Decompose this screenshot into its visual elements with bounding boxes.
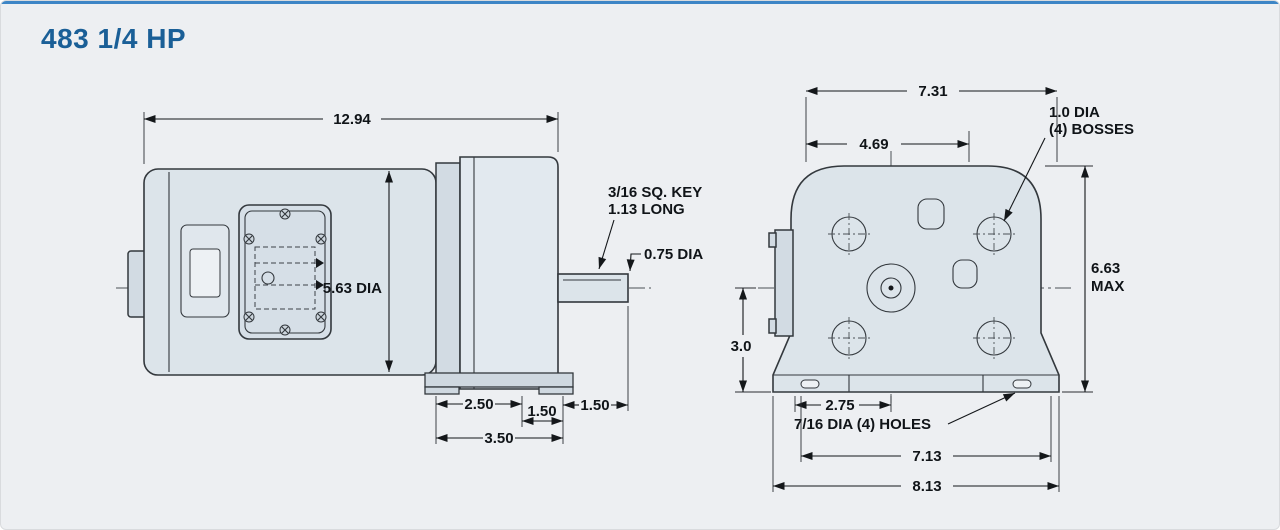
note-shaft-key-line2: 1.13 LONG [608,201,685,218]
dim-8-13-label: 8.13 [912,478,941,495]
dim-7-13-label: 7.13 [912,448,941,465]
bosses [828,213,1015,359]
foot-slot-left [800,379,820,389]
dim-4-69-label: 4.69 [859,136,888,153]
foot-slots [800,379,1032,389]
mounting-base [424,372,574,395]
gearbox-flange [435,162,461,378]
terminal-box-knockout [261,271,275,285]
flow-arrow-upper [316,258,324,268]
dim-base-1-50-label: 1.50 [527,403,556,420]
nameplate [180,224,230,318]
dim-6-63-label: 6.63 [1091,260,1120,277]
dim-4-69: 4.69 [806,131,970,162]
shaft-hub [866,263,916,313]
dim-body-diameter: 5.63 DIA [323,171,393,372]
pad-top [917,198,945,230]
dim-7-31: 7.31 [805,83,1058,162]
output-shaft [557,273,629,303]
dim-base-2-50: 2.50 [436,396,522,413]
dim-overall-length-label: 12.94 [333,111,371,128]
dim-shaft-diameter: 0.75 DIA [626,246,703,272]
dim-base-3-50-label: 3.50 [484,430,513,447]
dim-3-0: 3.0 [731,287,771,393]
foot-pad-lines [848,375,984,392]
end-body [772,165,1060,393]
terminal-box-hidden-outline [254,246,316,310]
flow-arrow-lower [316,280,324,290]
gearbox-housing [459,156,559,390]
note-bosses-line1: 1.0 DIA [1049,104,1100,121]
dim-base-3-50: 3.50 [436,430,563,447]
dim-overall-length: 12.94 [143,111,559,164]
terminal-box-screws [243,208,327,336]
page-title: 483 1/4 HP [41,23,187,54]
dim-8-13: 8.13 [772,396,1060,495]
note-holes-label: 7/16 DIA (4) HOLES [794,416,931,433]
note-bosses: 1.0 DIA (4) BOSSES [1003,104,1134,222]
dim-6-63-max: 6.63 MAX [1045,165,1124,393]
dim-shaft-1-50-label: 1.50 [580,397,609,414]
conduit-box-edge [768,229,794,337]
gearbox [435,156,559,390]
side-view: 12.94 5.63 DIA 3/16 SQ. KEY 1.13 LONG 0.… [116,111,703,447]
pad-right [952,259,978,289]
foot-slot-right [1012,379,1032,389]
dim-shaft-diameter-label: 0.75 DIA [644,246,703,263]
top-accent-bar [1,1,1279,4]
note-holes: 7/16 DIA (4) HOLES [794,392,1016,433]
dim-7-31-label: 7.31 [918,83,947,100]
dim-7-13: 7.13 [800,396,1052,465]
note-shaft-key: 3/16 SQ. KEY 1.13 LONG [598,184,702,270]
note-bosses-line2: (4) BOSSES [1049,121,1134,138]
note-shaft-key-line1: 3/16 SQ. KEY [608,184,702,201]
dim-shaft-1-50: 1.50 [563,397,628,414]
dim-2-75: 2.75 [794,396,892,414]
terminal-box [238,204,332,340]
dim-3-0-label: 3.0 [731,338,752,355]
dim-2-75-label: 2.75 [825,397,854,414]
dim-body-diameter-label: 5.63 DIA [323,280,382,297]
dim-base-1-50: 1.50 [522,403,563,425]
bottom-extension-lines [435,306,629,444]
dim-base-2-50-label: 2.50 [464,396,493,413]
dim-max-label: MAX [1091,278,1124,295]
end-view: 7.31 4.69 1.0 DIA (4) BOSSES 6.63 MAX [731,83,1134,495]
